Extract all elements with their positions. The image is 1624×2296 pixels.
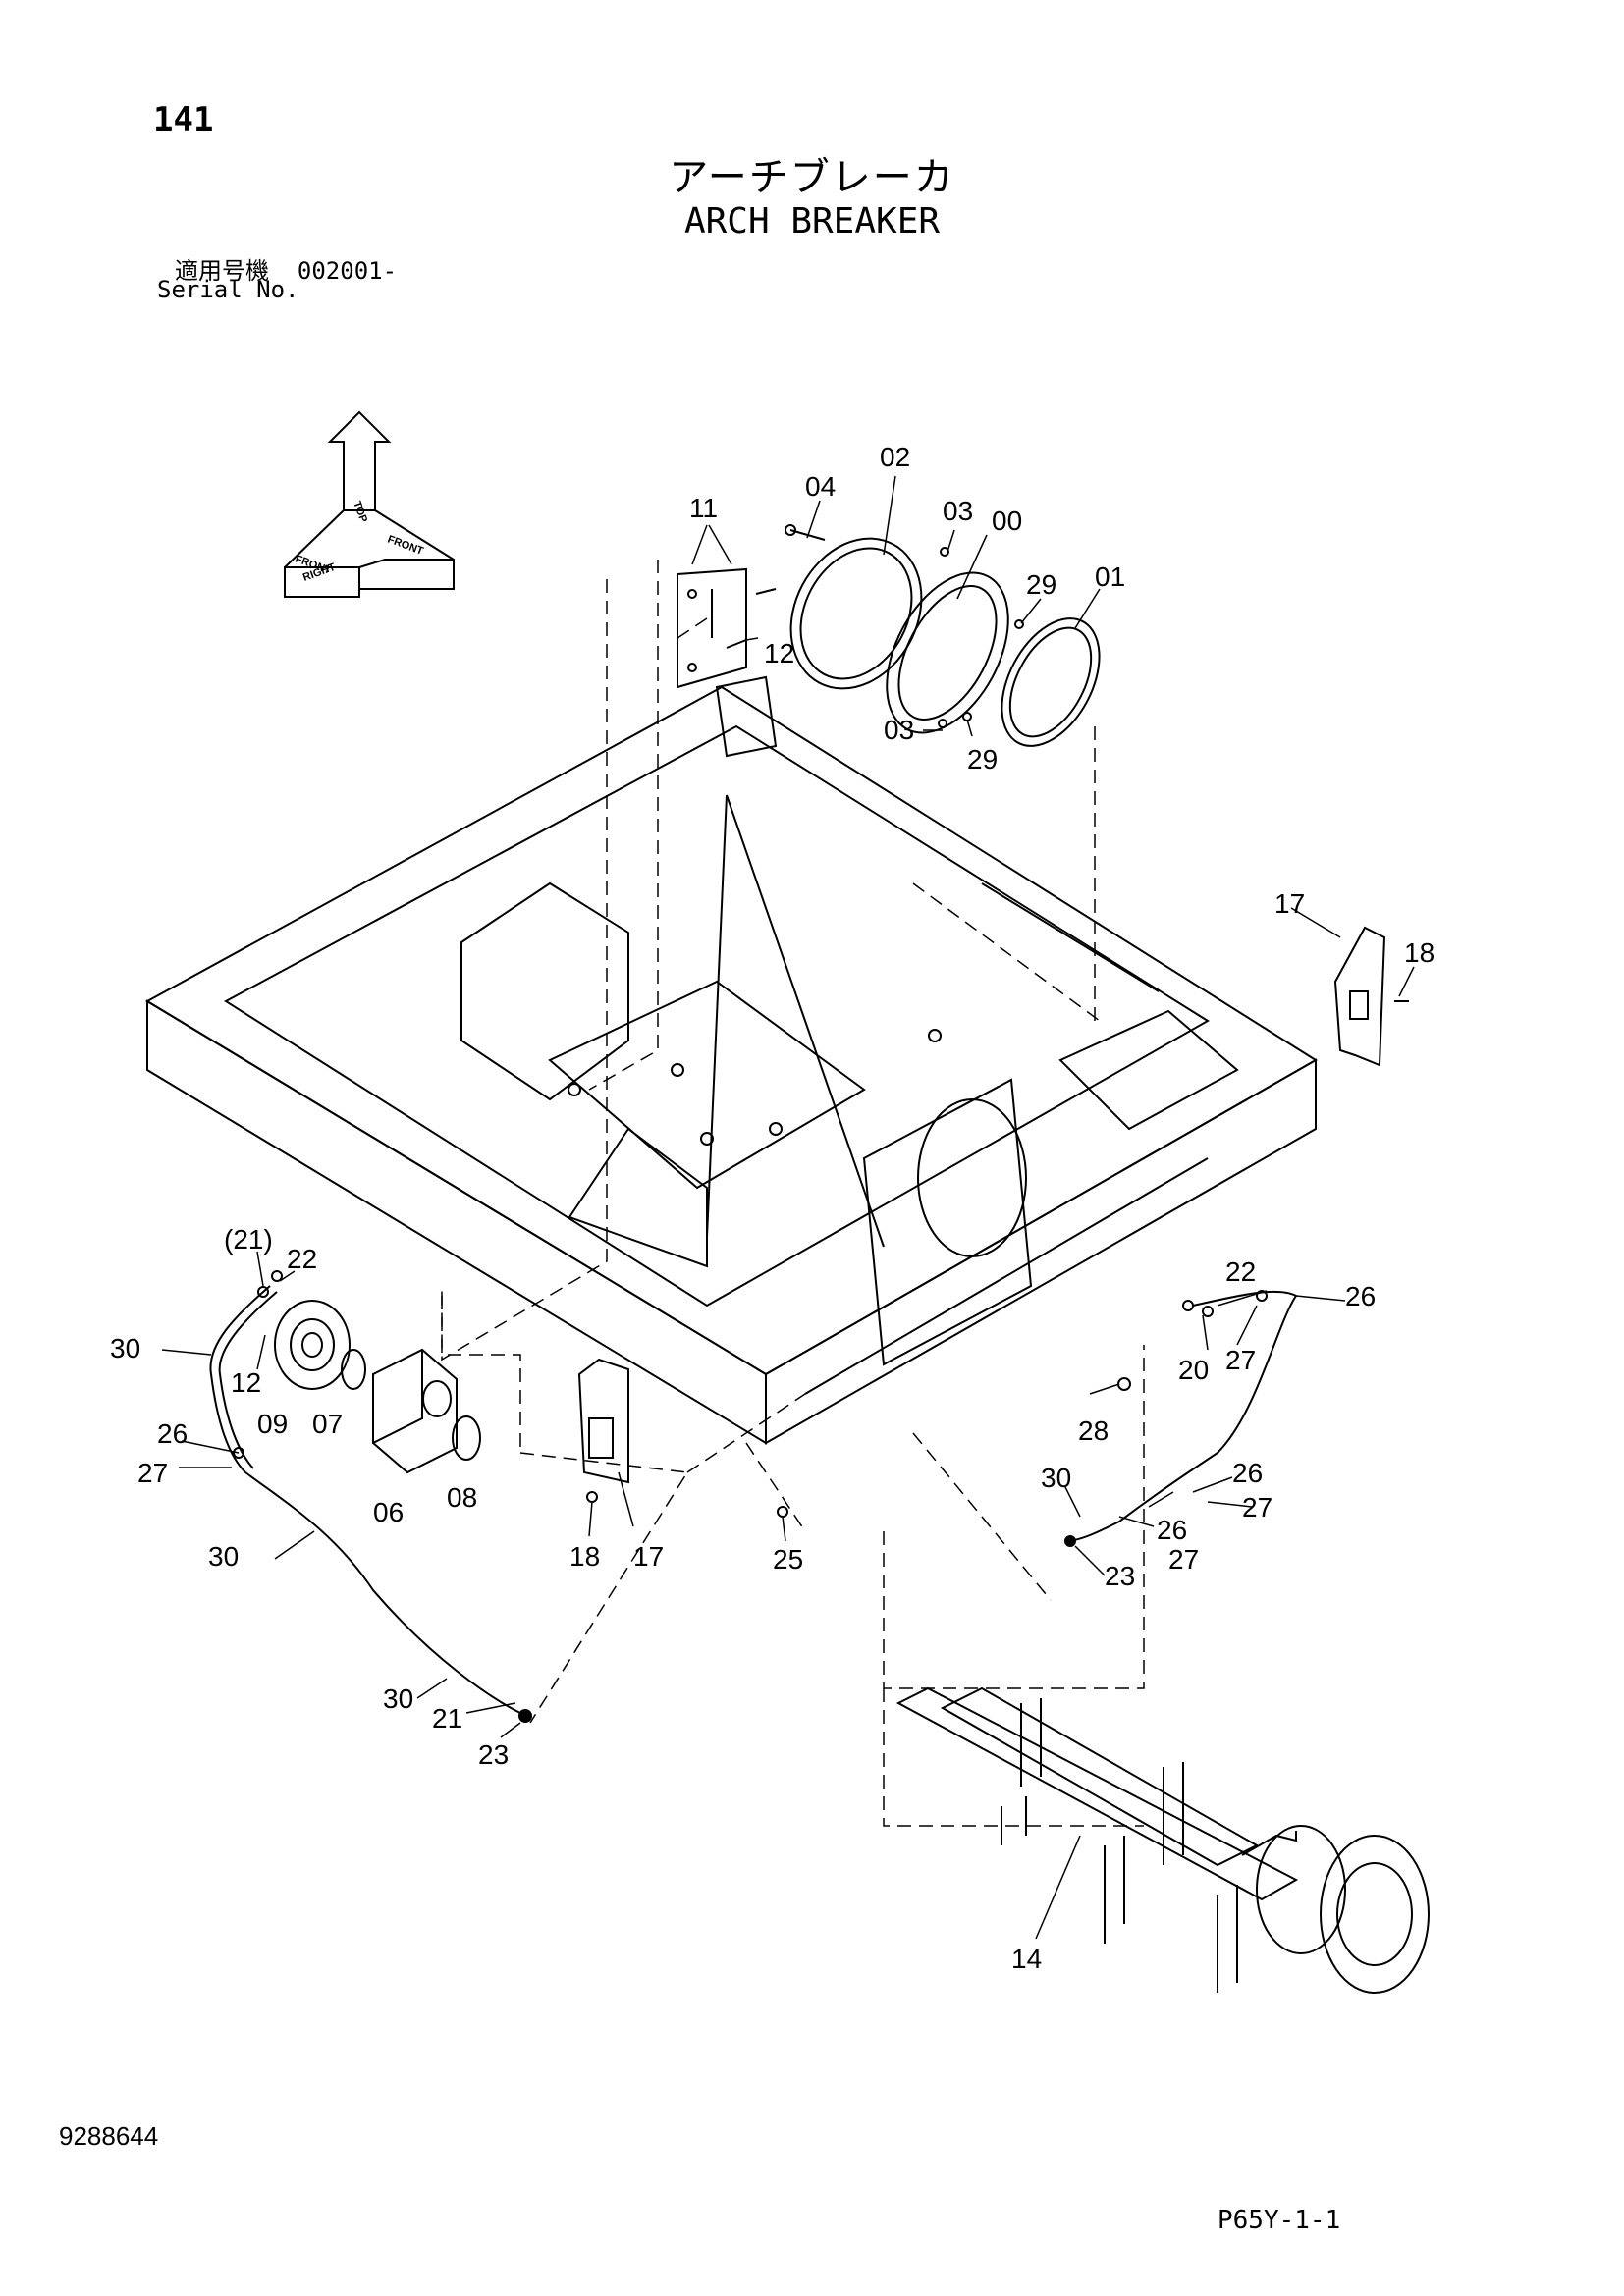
- callout-labels: 02 04 03 00 11 29 01 12 03 29 17 18 (21)…: [110, 442, 1435, 1974]
- title-english: ARCH BREAKER: [683, 201, 941, 241]
- callout-03: 03: [943, 496, 973, 526]
- o-ring-08: [452, 1415, 481, 1461]
- callout-30-right: 30: [1041, 1463, 1071, 1493]
- callout-22-right: 22: [1225, 1256, 1256, 1287]
- callout-11: 11: [689, 493, 718, 523]
- callout-12-left: 12: [231, 1367, 261, 1398]
- callout-29-lower: 29: [967, 744, 998, 774]
- callout-07: 07: [312, 1409, 343, 1439]
- callout-23-right: 23: [1105, 1561, 1135, 1591]
- bearing-09: [274, 1300, 351, 1390]
- orientation-arrows-icon: TOP FRONT RIGHT FRONT: [284, 410, 455, 598]
- callout-02: 02: [880, 442, 910, 472]
- callout-03-lower: 03: [884, 715, 914, 745]
- plate-17-right: [1333, 926, 1386, 1067]
- callout-18-left: 18: [569, 1541, 600, 1572]
- callout-30-left-mid: 30: [208, 1541, 239, 1572]
- callout-17-left: 17: [633, 1541, 664, 1572]
- shaft-assembly-14: [895, 1686, 1430, 1994]
- fitting-28: [1117, 1377, 1131, 1391]
- plate-17-left: [577, 1358, 629, 1484]
- bolt-18: [586, 1491, 598, 1503]
- callout-27-right-mid: 27: [1242, 1492, 1272, 1522]
- callout-28: 28: [1078, 1415, 1109, 1446]
- callout-06: 06: [373, 1497, 404, 1527]
- assembly-lines: [441, 560, 1145, 1827]
- ring-01: [1001, 617, 1101, 747]
- fitting-25: [777, 1506, 788, 1518]
- callout-21: 21: [432, 1703, 462, 1734]
- callout-23-left: 23: [478, 1739, 509, 1770]
- title-japanese: アーチブレーカ: [669, 155, 955, 200]
- flange-00: [886, 571, 1009, 734]
- block-06: [372, 1348, 458, 1474]
- callout-27-right-top: 27: [1225, 1345, 1256, 1375]
- callout-26-right-mid: 26: [1232, 1458, 1263, 1488]
- seal-ring-02: [789, 537, 923, 690]
- callout-29: 29: [1026, 569, 1056, 600]
- serial-label-jp: 適用号機 002001-: [175, 251, 397, 286]
- callout-12: 12: [764, 638, 794, 668]
- callout-17-right: 17: [1274, 888, 1305, 919]
- callout-00: 00: [992, 506, 1022, 536]
- hose-30-left: [209, 1285, 521, 1714]
- main-frame: [144, 675, 1318, 1445]
- o-ring-07: [341, 1349, 366, 1390]
- page-number: 141: [153, 100, 214, 139]
- callout-21-paren: (21): [224, 1224, 273, 1255]
- callout-22-left: 22: [287, 1244, 317, 1274]
- serial-label-jp-text: 適用号機: [175, 257, 269, 285]
- page-code: P65Y-1-1: [1218, 2206, 1341, 2235]
- callout-04: 04: [805, 471, 836, 502]
- callout-30-left-low: 30: [383, 1683, 413, 1714]
- callout-25: 25: [773, 1544, 803, 1575]
- callout-27-left: 27: [137, 1458, 168, 1488]
- callout-14: 14: [1011, 1944, 1042, 1974]
- callout-18-right: 18: [1404, 937, 1435, 968]
- serial-label-en: Serial No.: [157, 276, 299, 303]
- callout-26-right-low: 26: [1157, 1515, 1187, 1545]
- callout-26-right-top: 26: [1345, 1281, 1376, 1311]
- callout-27-right-low: 27: [1168, 1544, 1199, 1575]
- hose-30-right: [1064, 1290, 1298, 1542]
- callout-09: 09: [257, 1409, 288, 1439]
- callout-08: 08: [447, 1482, 477, 1513]
- plate-11: [677, 567, 747, 689]
- document-number: 9288644: [59, 2121, 159, 2151]
- callout-26-left: 26: [157, 1418, 188, 1449]
- callout-30-left-top: 30: [110, 1333, 140, 1363]
- callout-01: 01: [1095, 561, 1125, 592]
- serial-value: 002001-: [297, 257, 398, 285]
- callout-20: 20: [1178, 1355, 1209, 1385]
